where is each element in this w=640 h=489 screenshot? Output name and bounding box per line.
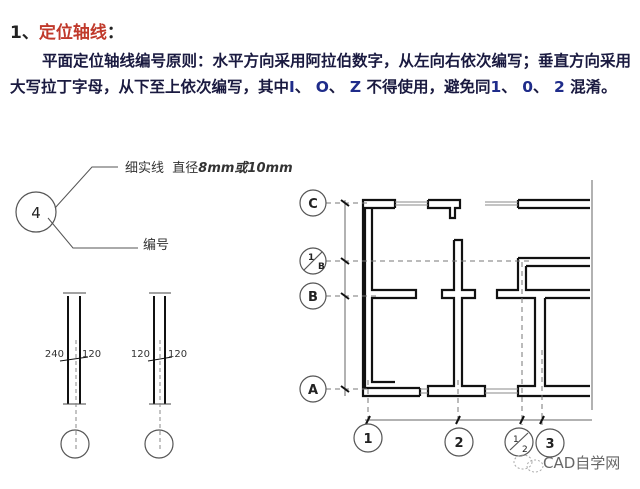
- para-part2: 不得使用，避免同: [366, 78, 491, 96]
- sep: 、: [501, 78, 517, 96]
- diameter-value: 8mm或10mm: [198, 161, 293, 176]
- col-axis-bubbles: [353, 423, 565, 458]
- row-axis-bubbles: [299, 189, 327, 403]
- floor-plan: [361, 198, 590, 398]
- thin-line-text: 细实线: [125, 161, 165, 176]
- axis-c: C: [308, 197, 318, 212]
- letter-z: Z: [349, 78, 362, 96]
- dimension-lines: [344, 180, 593, 421]
- dim-right: 120: [168, 349, 187, 360]
- section-heading: 1、定位轴线：: [10, 18, 124, 43]
- axis-1: 1: [363, 432, 372, 447]
- diameter-text: 直径: [172, 161, 199, 176]
- sep: 、: [294, 78, 311, 96]
- rule-paragraph: 平面定位轴线编号原则：水平方向采用阿拉伯数字，从左向右依次编写；垂直方向采用大写…: [10, 48, 635, 100]
- dim-left: 120: [131, 349, 150, 360]
- wechat-icon: [513, 454, 544, 473]
- axis-a: A: [308, 383, 318, 398]
- axis-1b-letter: B: [318, 262, 325, 272]
- letter-o: O: [315, 78, 329, 96]
- dim-left: 240: [45, 349, 64, 360]
- axis-1-2-den: 2: [522, 445, 528, 455]
- windows: [395, 201, 518, 394]
- number-label: 编号: [143, 238, 170, 253]
- ticks: [340, 199, 545, 425]
- letter-i: I: [289, 78, 295, 96]
- num-2: 2: [553, 78, 565, 96]
- para-part1: 平面定位轴线编号原则：水平方向采用阿拉伯数字，从左向右依次编写；垂直方向采用大写…: [10, 52, 632, 96]
- num-0: 0: [522, 78, 534, 96]
- thin-line-label: 细实线 直径8mm或10mm: [125, 157, 293, 176]
- axis-1-2-num: 1: [513, 435, 519, 445]
- watermark: CAD自学网: [543, 454, 621, 472]
- legend-circle-label: 4: [31, 204, 41, 222]
- axis-1b-num: 1: [308, 253, 314, 263]
- sep: 、: [328, 78, 345, 96]
- sep: 、: [533, 78, 549, 96]
- heading-number: 1、: [10, 23, 39, 43]
- axis-3: 3: [545, 437, 554, 452]
- axis-legend: 4: [15, 166, 138, 249]
- heading-title: 定位轴线: [38, 23, 107, 43]
- wall-detail-1: 240 120: [45, 292, 101, 459]
- axis-2: 2: [454, 436, 463, 451]
- wall-detail-2: 120 120: [131, 292, 187, 459]
- axis-lines: [326, 202, 543, 425]
- num-1: 1: [490, 78, 502, 96]
- dim-right: 120: [82, 349, 101, 360]
- para-part3: 混淆。: [570, 78, 617, 96]
- heading-colon: ：: [106, 23, 124, 43]
- axis-b: B: [308, 290, 318, 305]
